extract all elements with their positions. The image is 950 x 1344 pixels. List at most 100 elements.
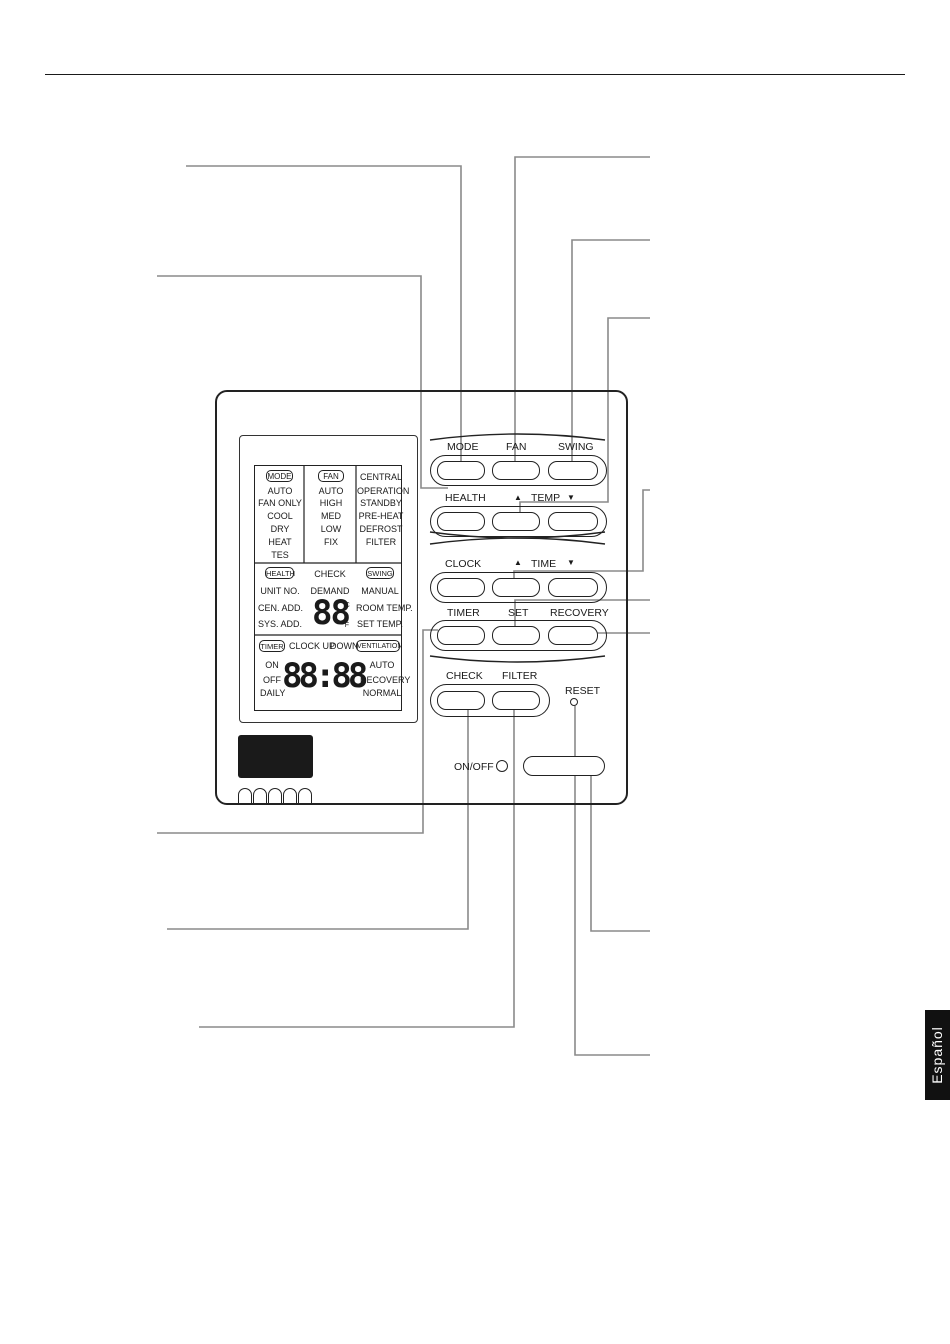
vent-slot [298, 788, 312, 805]
lcd-unit-celsius: °C [342, 602, 350, 609]
leader-reset [574, 706, 650, 1056]
time-down-button[interactable] [548, 578, 598, 597]
lcd-defrost: DEFROST [359, 524, 403, 534]
lcd-mode-heat: HEAT [268, 537, 292, 547]
lcd-off: OFF [263, 675, 281, 685]
timer-label: TIMER [447, 607, 480, 619]
lcd-mode-dry: DRY [270, 524, 290, 534]
check-label: CHECK [446, 670, 483, 682]
filter-button[interactable] [492, 691, 540, 710]
lcd-on: ON [265, 660, 279, 670]
up-arrow-icon: ▲ [514, 558, 522, 567]
lcd-unit-no: UNIT NO. [260, 586, 300, 596]
row2-frame [430, 506, 607, 537]
lcd-bezel [239, 435, 418, 723]
set-label: SET [508, 607, 529, 619]
leader-health [157, 275, 448, 489]
clock-button[interactable] [437, 578, 485, 597]
reset-label: RESET [565, 685, 601, 697]
lcd-standby: STANDBY [360, 498, 402, 508]
lcd-timer-box: TIMER [259, 640, 285, 652]
lcd-fan-box: FAN [318, 470, 344, 482]
vent-slot [268, 788, 282, 805]
lcd-demand: DEMAND [310, 586, 350, 596]
temp-label: TEMP [531, 492, 561, 504]
temp-down-button[interactable] [548, 512, 598, 531]
swing-label: SWING [558, 441, 594, 453]
lcd-health-box: HEALTH [265, 567, 296, 579]
row5-frame [430, 684, 550, 717]
lcd-mode-tes: TES [271, 550, 289, 560]
row1-frame [430, 455, 607, 486]
lcd-manual: MANUAL [361, 586, 399, 596]
lcd-central: CENTRAL [359, 472, 402, 482]
vent-slot [238, 788, 252, 805]
leader-onoff-button [590, 768, 650, 932]
leader-swing [571, 239, 650, 462]
controller-body [215, 390, 628, 805]
leader-set [514, 599, 650, 628]
onoff-label: ON/OFF [454, 761, 494, 773]
lcd-pre-heat: PRE-HEAT [358, 511, 404, 521]
health-label: HEALTH [445, 492, 486, 504]
lcd-grid [254, 465, 402, 636]
lcd-time-digits: 88:88 [282, 656, 368, 696]
lcd-daily: DAILY [260, 688, 286, 698]
lcd-fan-low: LOW [320, 524, 342, 534]
language-tab-label: Español [929, 1026, 945, 1084]
lcd-recovery: RECOVERY [360, 675, 411, 685]
lcd-operation: OPERATION [357, 486, 410, 496]
lcd-fan-med: MED [321, 511, 341, 521]
power-indicator-light [496, 760, 508, 772]
swing-button[interactable] [548, 461, 598, 480]
clock-label: CLOCK [445, 558, 482, 570]
lcd-check: CHECK [314, 569, 346, 579]
fan-button[interactable] [492, 461, 540, 480]
leader-check [167, 703, 469, 930]
lcd-fan-fix: FIX [323, 537, 338, 547]
lcd-unit-fahrenheit: °F [342, 622, 350, 629]
recovery-button[interactable] [548, 626, 598, 645]
lcd-swing-box: SWING [366, 567, 394, 579]
row4-frame [430, 620, 607, 651]
ir-receiver-window [238, 735, 313, 778]
lcd-ventilation-box: VENTILATION [356, 640, 402, 652]
lcd-mode-auto: AUTO [267, 486, 293, 496]
language-tab[interactable]: Español [925, 1010, 950, 1100]
down-arrow-icon: ▼ [567, 493, 575, 502]
down-arrow-icon: ▼ [567, 558, 575, 567]
set-button[interactable] [492, 626, 540, 645]
lcd-temperature-digits: 88 [312, 593, 351, 633]
lcd-normal: NORMAL [362, 688, 402, 698]
mode-button[interactable] [437, 461, 485, 480]
vent-slot [253, 788, 267, 805]
lcd-fan-high: HIGH [319, 498, 343, 508]
check-button[interactable] [437, 691, 485, 710]
lcd-fan-auto: AUTO [318, 486, 344, 496]
lcd-filter: FILTER [365, 537, 397, 547]
leader-filter [199, 703, 515, 1028]
onoff-button[interactable] [523, 756, 605, 776]
lcd-mode-fan-only: FAN ONLY [258, 498, 302, 508]
reset-button[interactable] [570, 698, 578, 706]
recovery-label: RECOVERY [550, 607, 609, 619]
time-label: TIME [531, 558, 557, 570]
temp-up-button[interactable] [492, 512, 540, 531]
lcd-auto: AUTO [369, 660, 395, 670]
timer-button[interactable] [437, 626, 485, 645]
fan-label: FAN [506, 441, 527, 453]
leader-fan [514, 156, 650, 462]
health-button[interactable] [437, 512, 485, 531]
row3-frame [430, 572, 607, 603]
leader-mode [186, 165, 462, 462]
lcd-down: DOWN [330, 641, 359, 651]
lcd-screen [254, 465, 402, 711]
lcd-mode-cool: COOL [267, 511, 293, 521]
filter-label: FILTER [502, 670, 538, 682]
mode-label: MODE [447, 441, 479, 453]
lcd-clock-up: CLOCK UP [289, 641, 336, 651]
time-up-button[interactable] [492, 578, 540, 597]
leader-time [513, 489, 650, 580]
header-rule [45, 74, 905, 75]
lcd-set-temp: SET TEMP. [356, 619, 404, 629]
